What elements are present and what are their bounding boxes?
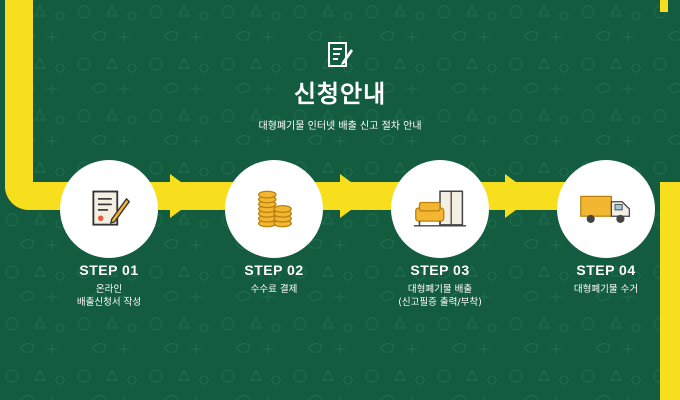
step-1-circle bbox=[60, 160, 158, 258]
step-4-description: 대형폐기물 수거 bbox=[526, 284, 680, 297]
furniture-icon bbox=[413, 190, 467, 227]
truck-icon bbox=[580, 195, 631, 223]
arrow-icon bbox=[170, 174, 200, 218]
step-4-circle bbox=[557, 160, 655, 258]
page-header: 신청안내 대형폐기물 인터넷 배출 신고 절차 안내 bbox=[0, 40, 680, 132]
document-pen-icon bbox=[325, 40, 355, 70]
arrow-icon bbox=[505, 174, 535, 218]
arrow-icon bbox=[340, 174, 370, 218]
step-3-circle bbox=[391, 160, 489, 258]
step-2-description: 수수료 결제 bbox=[194, 284, 354, 297]
page-subtitle: 대형폐기물 인터넷 배출 신고 절차 안내 bbox=[258, 121, 422, 132]
step-1-label: STEP 01 bbox=[79, 262, 139, 278]
step-4-description-line: 대형폐기물 수거 bbox=[573, 284, 639, 295]
document-pen-icon bbox=[92, 190, 131, 226]
step-3-label: STEP 03 bbox=[410, 262, 470, 278]
step-3-description: 대형폐기물 배출 (신고필증 출력/부착) bbox=[360, 284, 520, 310]
step-3-description-line: (신고필증 출력/부착) bbox=[398, 296, 482, 308]
step-2-circle bbox=[225, 160, 323, 258]
road-segment-left bbox=[5, 0, 33, 210]
step-1-description-line: 배출신청서 작성 bbox=[76, 296, 142, 308]
step-2-label: STEP 02 bbox=[244, 262, 304, 278]
road-segment-top-right bbox=[660, 0, 668, 12]
step-3-description-line: 대형폐기물 배출 bbox=[407, 284, 473, 295]
step-2-description-line: 수수료 결제 bbox=[250, 284, 298, 295]
step-1-description: 온라인 배출신청서 작성 bbox=[29, 284, 189, 310]
step-1-description-line: 온라인 bbox=[95, 284, 123, 295]
step-4-label: STEP 04 bbox=[576, 262, 636, 278]
road-segment-right bbox=[660, 182, 680, 400]
page-title: 신청안내 bbox=[293, 81, 387, 108]
coins-icon bbox=[257, 190, 292, 228]
